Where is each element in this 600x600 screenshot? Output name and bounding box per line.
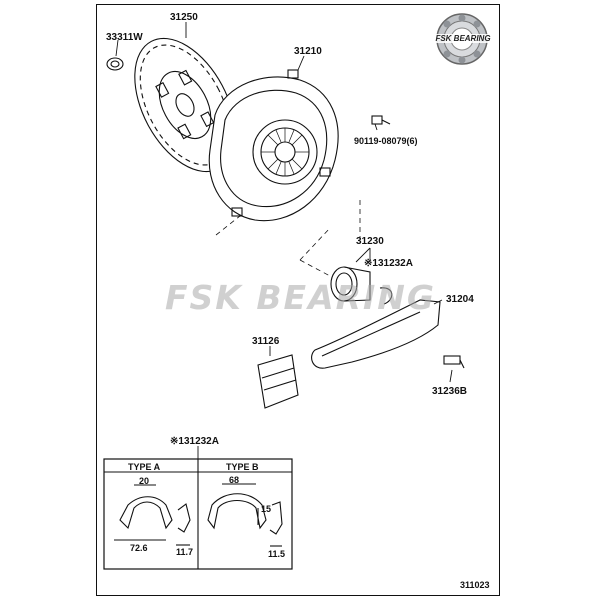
push-rod <box>443 355 465 369</box>
dim-b-side: 11.5 <box>268 549 286 559</box>
part-label-31204: 31204 <box>446 294 474 305</box>
part-label-31230: 31230 <box>356 236 384 247</box>
dim-a-width: 72.6 <box>130 543 148 553</box>
type-b-clip <box>207 483 283 547</box>
bolt <box>371 115 391 125</box>
logo-text: FSK BEARING <box>432 34 494 43</box>
diagram-frame <box>96 4 500 596</box>
dim-b-top: 68 <box>229 475 240 485</box>
type-b-label: TYPE B <box>226 462 259 472</box>
detail-title: ※131232A <box>170 436 219 447</box>
part-label-31126: 31126 <box>252 336 280 347</box>
type-a-clip <box>114 484 191 546</box>
drawing-number: 311023 <box>460 580 490 590</box>
retaining-clip <box>379 287 393 305</box>
dim-a-top: 20 <box>139 476 150 486</box>
part-label-31250: 31250 <box>170 12 198 23</box>
dim-b-height: 15 <box>261 504 272 514</box>
type-a-label: TYPE A <box>128 462 161 472</box>
part-label-31232a: ※131232A <box>364 258 413 269</box>
part-label-31210: 31210 <box>294 46 322 57</box>
release-bearing <box>330 266 371 302</box>
watermark: FSK BEARING <box>165 278 436 317</box>
part-label-33311w: 33311W <box>106 32 143 43</box>
part-label-31236b: 31236B <box>432 386 468 397</box>
boot <box>257 354 299 409</box>
dim-a-side: 11.7 <box>176 547 194 557</box>
pressure-plate <box>208 69 339 222</box>
part-label-90119: 90119-08079(6) <box>354 136 418 146</box>
pilot-bearing <box>106 57 124 71</box>
